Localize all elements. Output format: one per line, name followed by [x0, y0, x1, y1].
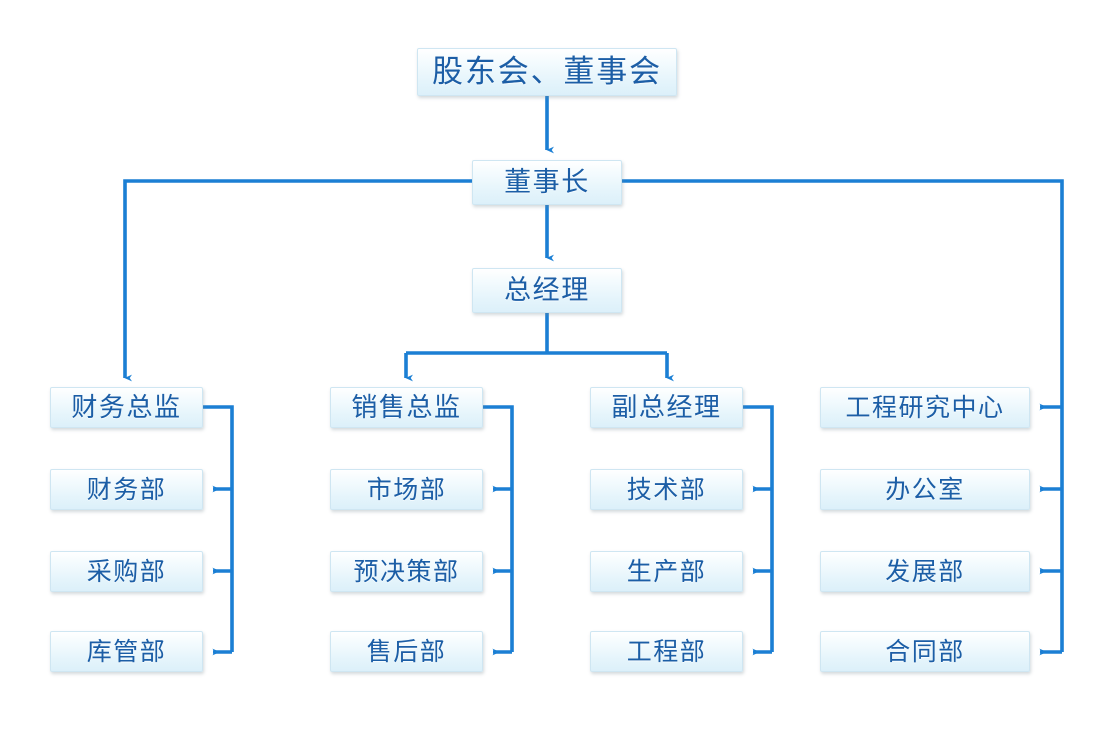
edge-col3-trunk: [743, 405, 774, 652]
node-engineering-research-center-label: 工程研究中心: [845, 393, 1005, 422]
edge-chairman-to-finance-director: [123, 179, 472, 382]
node-office-label: 办公室: [885, 475, 965, 504]
node-production-dept[interactable]: 生产部: [590, 551, 743, 592]
node-production-dept-label: 生产部: [626, 557, 707, 586]
node-sales-director[interactable]: 销售总监: [330, 387, 483, 428]
edge-col1-trunk: [203, 405, 234, 652]
node-warehouse-dept[interactable]: 库管部: [50, 631, 203, 672]
node-technology-dept-label: 技术部: [626, 475, 707, 504]
node-purchasing-dept-label: 采购部: [86, 557, 167, 586]
node-chairman-label: 董事长: [504, 167, 590, 198]
node-development-dept-label: 发展部: [885, 557, 965, 586]
node-finance-director[interactable]: 财务总监: [50, 387, 203, 428]
node-office[interactable]: 办公室: [820, 469, 1030, 510]
node-finance-dept[interactable]: 财务部: [50, 469, 203, 510]
node-general-manager-label: 总经理: [504, 275, 590, 306]
node-technology-dept[interactable]: 技术部: [590, 469, 743, 510]
node-marketing-dept-label: 市场部: [366, 475, 447, 504]
node-marketing-dept[interactable]: 市场部: [330, 469, 483, 510]
node-contract-dept[interactable]: 合同部: [820, 631, 1030, 672]
node-engineering-dept-label: 工程部: [626, 637, 707, 666]
node-warehouse-dept-label: 库管部: [86, 637, 167, 666]
node-board-label: 股东会、董事会: [431, 53, 663, 90]
node-budget-decision-dept-label: 预决策部: [353, 557, 460, 586]
node-finance-director-label: 财务总监: [71, 392, 182, 423]
node-after-sales-dept[interactable]: 售后部: [330, 631, 483, 672]
edge-col2-trunk: [483, 405, 514, 652]
node-board[interactable]: 股东会、董事会: [417, 48, 677, 96]
node-purchasing-dept[interactable]: 采购部: [50, 551, 203, 592]
node-general-manager[interactable]: 总经理: [472, 268, 622, 313]
node-development-dept[interactable]: 发展部: [820, 551, 1030, 592]
node-budget-decision-dept[interactable]: 预决策部: [330, 551, 483, 592]
node-deputy-general-manager-label: 副总经理: [611, 392, 722, 423]
node-engineering-research-center[interactable]: 工程研究中心: [820, 387, 1030, 428]
node-engineering-dept[interactable]: 工程部: [590, 631, 743, 672]
node-contract-dept-label: 合同部: [885, 637, 965, 666]
node-sales-director-label: 销售总监: [351, 392, 462, 423]
node-chairman[interactable]: 董事长: [472, 160, 622, 205]
node-deputy-general-manager[interactable]: 副总经理: [590, 387, 743, 428]
node-after-sales-dept-label: 售后部: [366, 637, 447, 666]
node-finance-dept-label: 财务部: [86, 475, 167, 504]
